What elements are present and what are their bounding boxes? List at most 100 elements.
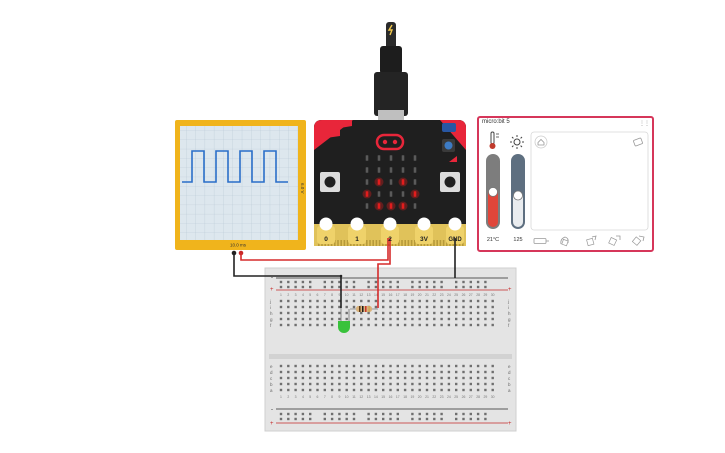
breadboard-hole[interactable] — [374, 323, 378, 327]
breadboard-hole[interactable] — [360, 376, 363, 380]
breadboard-hole[interactable] — [396, 317, 399, 321]
breadboard-hole[interactable] — [338, 376, 341, 380]
pin-pad-3[interactable] — [415, 226, 433, 244]
breadboard-hole[interactable] — [345, 280, 348, 284]
breadboard-hole[interactable] — [440, 382, 443, 386]
breadboard-hole[interactable] — [301, 285, 305, 289]
breadboard-hole[interactable] — [476, 370, 480, 374]
breadboard-hole[interactable] — [294, 299, 297, 303]
breadboard-hole[interactable] — [411, 280, 414, 284]
breadboard-hole[interactable] — [411, 376, 414, 380]
breadboard-hole[interactable] — [389, 376, 392, 380]
breadboard-hole[interactable] — [330, 376, 334, 380]
pin-hole-0[interactable] — [319, 217, 333, 231]
drag-grip-icon[interactable]: ⋮⋮ — [639, 121, 650, 127]
breadboard-hole[interactable] — [447, 305, 451, 309]
breadboard-hole[interactable] — [367, 364, 370, 368]
breadboard-hole[interactable] — [403, 388, 407, 392]
breadboard-hole[interactable] — [491, 317, 494, 321]
breadboard-hole[interactable] — [345, 285, 348, 289]
breadboard-hole[interactable] — [455, 364, 458, 368]
breadboard-hole[interactable] — [440, 299, 443, 303]
breadboard-hole[interactable] — [476, 285, 480, 289]
breadboard-hole[interactable] — [338, 305, 341, 309]
breadboard-hole[interactable] — [433, 280, 436, 284]
breadboard-hole[interactable] — [294, 382, 297, 386]
breadboard-hole[interactable] — [360, 388, 363, 392]
breadboard-hole[interactable] — [345, 412, 348, 416]
breadboard-hole[interactable] — [462, 285, 465, 289]
breadboard-hole[interactable] — [309, 370, 312, 374]
breadboard-hole[interactable] — [309, 305, 312, 309]
pin-hole-2[interactable] — [383, 217, 397, 231]
usb-cable[interactable] — [374, 22, 408, 122]
breadboard-hole[interactable] — [301, 317, 305, 321]
breadboard-hole[interactable] — [338, 382, 341, 386]
breadboard-hole[interactable] — [403, 364, 407, 368]
breadboard-hole[interactable] — [374, 280, 378, 284]
breadboard-hole[interactable] — [484, 323, 487, 327]
breadboard-hole[interactable] — [367, 417, 370, 421]
breadboard-hole[interactable] — [484, 285, 487, 289]
breadboard-hole[interactable] — [425, 317, 429, 321]
breadboard-hole[interactable] — [279, 376, 283, 380]
breadboard-hole[interactable] — [287, 370, 290, 374]
breadboard-hole[interactable] — [411, 370, 414, 374]
breadboard-hole[interactable] — [330, 305, 334, 309]
wire-scope-ground-to-led[interactable] — [233, 253, 342, 308]
breadboard-hole[interactable] — [345, 376, 348, 380]
breadboard-hole[interactable] — [476, 417, 480, 421]
breadboard-hole[interactable] — [433, 417, 436, 421]
breadboard-hole[interactable] — [440, 412, 443, 416]
breadboard-hole[interactable] — [301, 417, 305, 421]
breadboard-hole[interactable] — [418, 388, 421, 392]
breadboard-hole[interactable] — [382, 376, 385, 380]
breadboard-hole[interactable] — [294, 412, 297, 416]
breadboard-hole[interactable] — [330, 285, 334, 289]
breadboard-hole[interactable] — [338, 317, 341, 321]
rotate-left-icon[interactable] — [560, 236, 569, 247]
breadboard-hole[interactable] — [396, 364, 399, 368]
breadboard-holes[interactable] — [279, 280, 494, 421]
breadboard-hole[interactable] — [462, 412, 465, 416]
breadboard-hole[interactable] — [352, 364, 356, 368]
breadboard-hole[interactable] — [389, 280, 392, 284]
breadboard-hole[interactable] — [345, 311, 348, 315]
temperature-slider[interactable] — [486, 154, 500, 229]
breadboard-hole[interactable] — [418, 370, 421, 374]
breadboard-hole[interactable] — [330, 317, 334, 321]
breadboard-hole[interactable] — [330, 370, 334, 374]
breadboard-hole[interactable] — [484, 311, 487, 315]
breadboard-hole[interactable] — [476, 382, 480, 386]
breadboard-hole[interactable] — [411, 412, 414, 416]
breadboard-hole[interactable] — [491, 323, 494, 327]
breadboard-hole[interactable] — [301, 305, 305, 309]
breadboard-hole[interactable] — [455, 382, 458, 386]
breadboard-hole[interactable] — [425, 370, 429, 374]
breadboard-hole[interactable] — [279, 317, 283, 321]
breadboard-hole[interactable] — [440, 285, 443, 289]
breadboard-hole[interactable] — [323, 412, 326, 416]
breadboard-hole[interactable] — [382, 305, 385, 309]
breadboard-hole[interactable] — [330, 299, 334, 303]
breadboard-hole[interactable] — [455, 299, 458, 303]
breadboard-hole[interactable] — [425, 382, 429, 386]
breadboard-hole[interactable] — [301, 311, 305, 315]
breadboard-hole[interactable] — [403, 299, 407, 303]
breadboard-hole[interactable] — [338, 417, 341, 421]
breadboard-hole[interactable] — [476, 311, 480, 315]
breadboard-hole[interactable] — [294, 417, 297, 421]
breadboard-hole[interactable] — [455, 280, 458, 284]
breadboard-hole[interactable] — [287, 280, 290, 284]
breadboard-hole[interactable] — [345, 417, 348, 421]
breadboard-hole[interactable] — [287, 305, 290, 309]
breadboard-hole[interactable] — [294, 311, 297, 315]
breadboard-hole[interactable] — [433, 317, 436, 321]
breadboard-hole[interactable] — [367, 370, 370, 374]
tilt-icon[interactable] — [633, 137, 643, 147]
breadboard-hole[interactable] — [455, 323, 458, 327]
breadboard-hole[interactable] — [279, 305, 283, 309]
breadboard-hole[interactable] — [433, 382, 436, 386]
